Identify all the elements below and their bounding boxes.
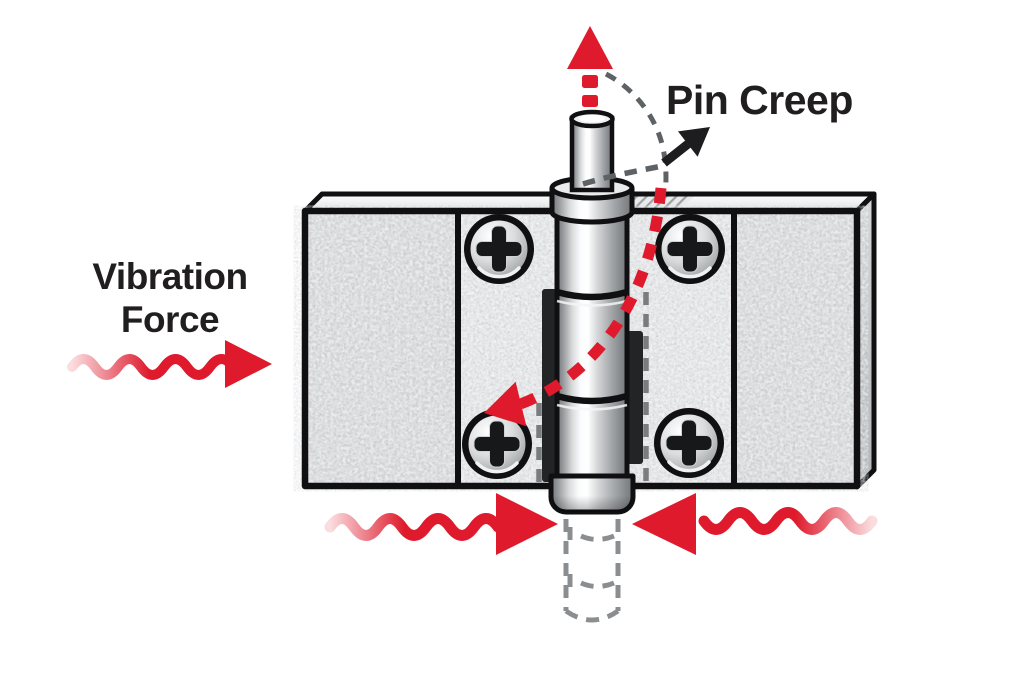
pin-creep-label: Pin Creep <box>666 77 853 123</box>
creep-path-arrow <box>484 187 667 427</box>
hinge-pin-top <box>569 109 615 193</box>
screw-shine <box>667 460 711 473</box>
knuckle-joint-lower <box>556 392 628 405</box>
screw-cross-h-fill <box>667 242 713 256</box>
vibration-wave-arrow-bottom-left <box>324 493 558 555</box>
ghost-joint-2 <box>567 574 615 589</box>
creep-path-dashes <box>513 187 667 412</box>
ghost-joint-1 <box>567 527 615 542</box>
screw-cross-h-fill <box>474 437 520 451</box>
barrel-cylinder <box>554 205 630 483</box>
screw-cross-h-fill <box>666 436 712 450</box>
knuckle-joint-upper-highlight <box>556 299 628 307</box>
pin-bottom-shade <box>551 476 633 512</box>
knuckle-joint-upper <box>556 288 628 301</box>
up-arrowhead <box>567 26 613 69</box>
up-arrow-dash-1 <box>582 75 598 88</box>
screw-shine <box>475 461 519 474</box>
phillips-screw-bottom-right <box>654 408 724 478</box>
knuckle-joint-lower-highlight <box>556 403 628 411</box>
up-arrow-dash-2 <box>582 95 598 107</box>
phillips-screw-bottom-left <box>462 409 532 479</box>
phillips-screw-top-right <box>655 214 725 284</box>
pointer-arrowhead <box>678 127 710 157</box>
wave-arrowhead <box>632 493 696 555</box>
pin-top-highlight <box>579 114 605 123</box>
creep-path-arrowhead <box>484 381 527 427</box>
pin-up-arrow <box>567 26 613 107</box>
screw-shine <box>477 266 521 279</box>
pin-ghost-outline <box>563 519 621 623</box>
pointer-tail <box>661 140 691 167</box>
wave-tail <box>324 513 504 541</box>
ghost-bottom-arc <box>564 608 620 623</box>
hinge-barrel <box>554 205 630 483</box>
screw-shine <box>668 266 712 279</box>
vibration-wave-arrow-bottom-right <box>632 493 878 555</box>
wave-arrowhead <box>225 340 272 388</box>
wave-tail <box>698 507 878 535</box>
wave-arrowhead <box>496 493 558 555</box>
vibration-wave-arrow-left <box>67 340 272 388</box>
wave-tail <box>67 354 238 380</box>
pin-creep-pointer-arrow <box>661 127 710 167</box>
barrel-gap-right <box>626 331 643 464</box>
pin-bottom <box>548 473 636 515</box>
creep-guide-arc <box>604 71 669 191</box>
phillips-screw-top-left <box>464 214 534 284</box>
vibration-force-label: Vibration Force <box>92 256 248 340</box>
creep-leader-dashes <box>582 162 666 187</box>
screw-cross-h-fill <box>476 242 522 256</box>
